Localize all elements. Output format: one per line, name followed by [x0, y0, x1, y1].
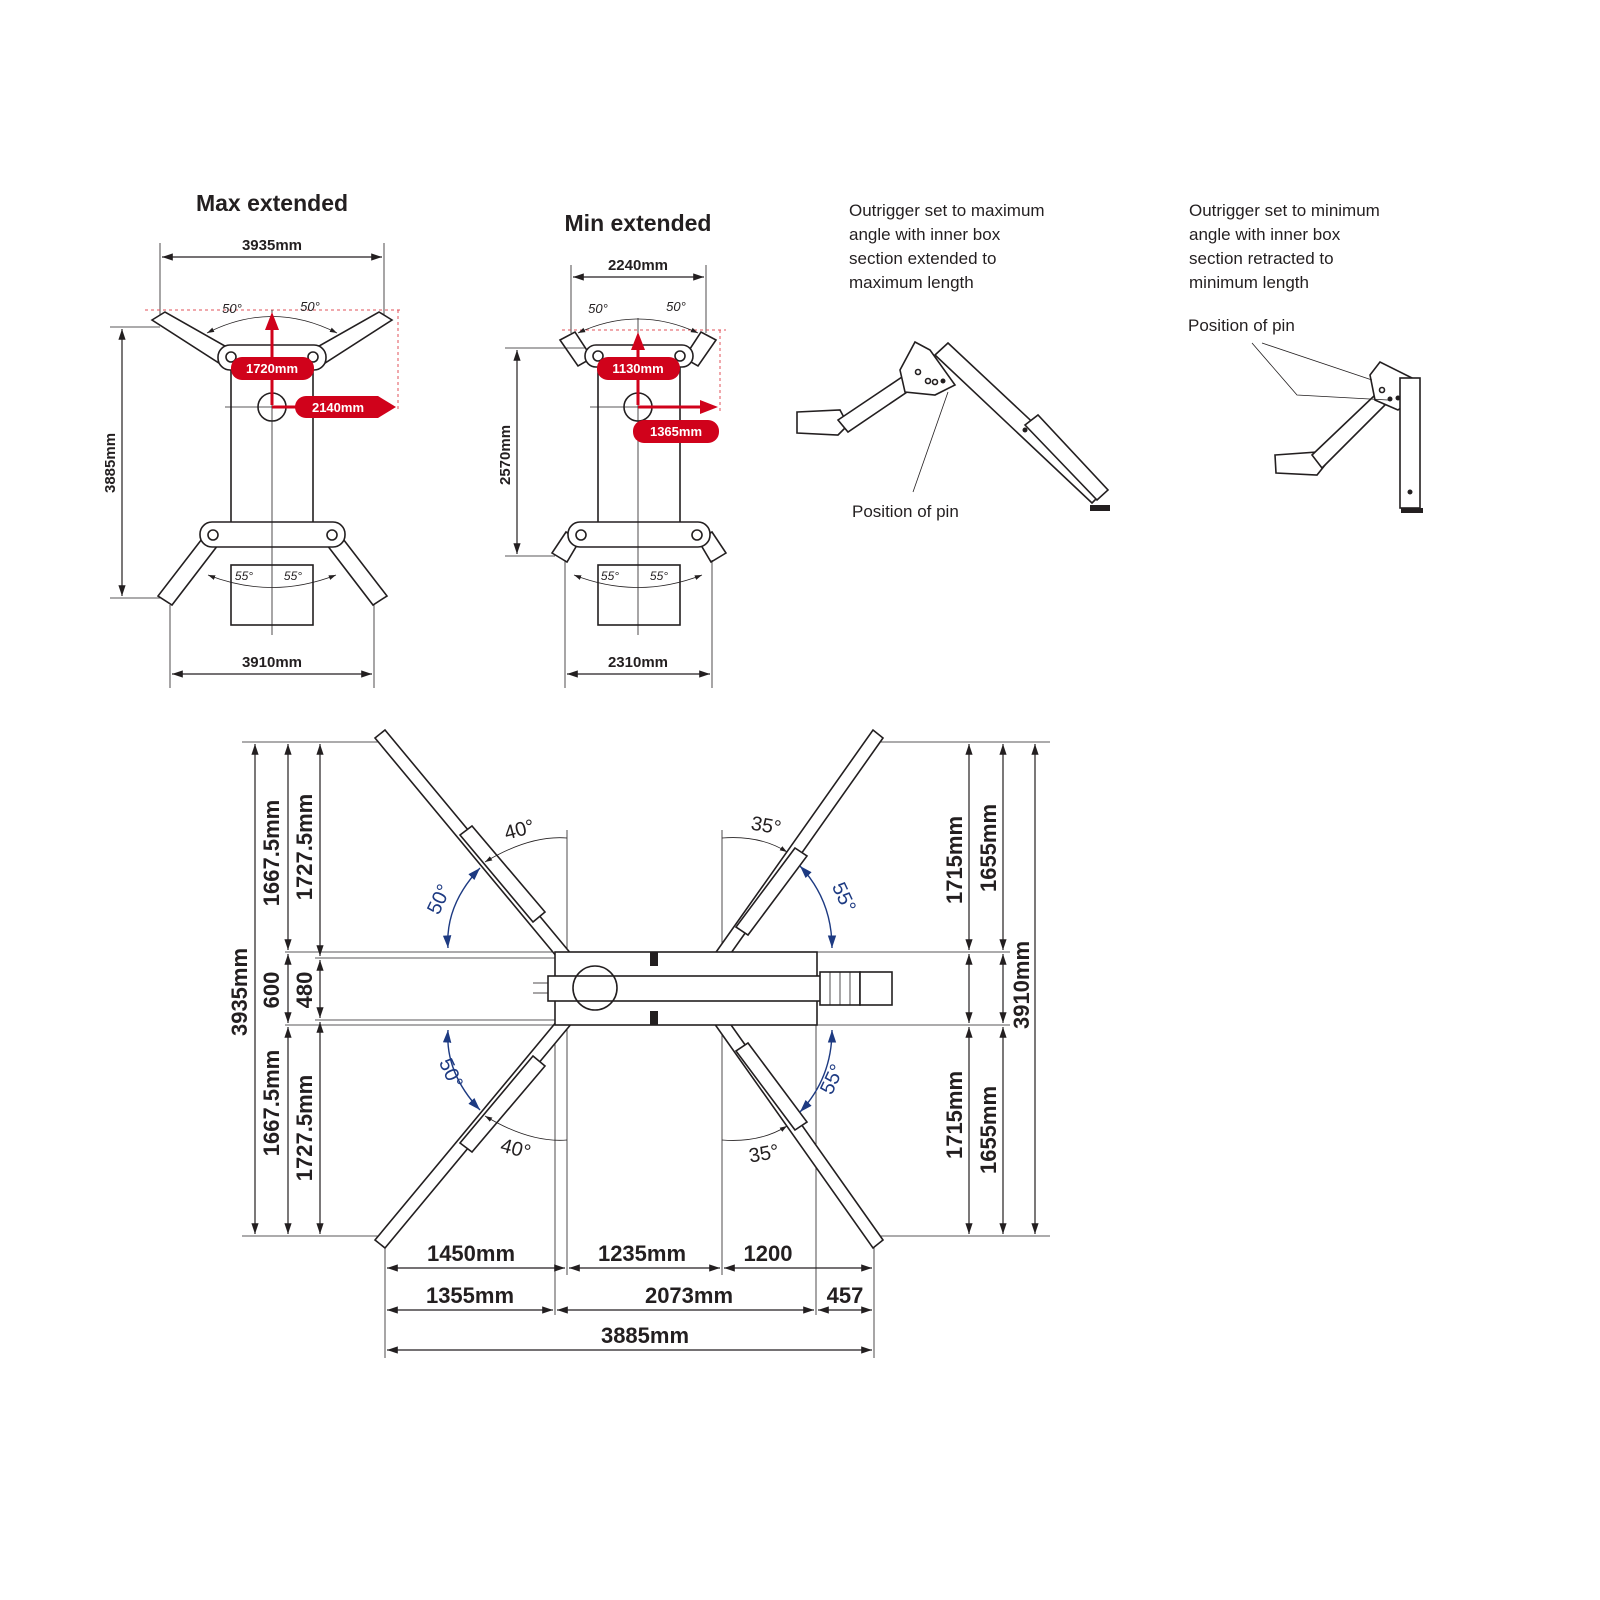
outrigger-max-view: Outrigger set to maximum angle with inne… — [796, 201, 1110, 521]
dimension-label: 1715mm — [942, 816, 967, 904]
crane-body-plan — [533, 951, 893, 1026]
dimension-label: 1655mm — [976, 1086, 1001, 1174]
angle-label: 50° — [666, 299, 686, 314]
width-bottom-label: 2310mm — [608, 654, 668, 671]
width-top-label: 3935mm — [242, 237, 302, 254]
reach-side-badge — [295, 396, 396, 418]
dimension-label: 1235mm — [598, 1241, 686, 1266]
length-label: 2570mm — [497, 425, 514, 485]
angle-label: 50° — [300, 299, 320, 314]
foot-pad — [796, 409, 849, 436]
reach-forward-badge — [597, 357, 680, 380]
dimension-label: 3910mm — [1009, 941, 1034, 1029]
angle-label: 55° — [284, 569, 302, 583]
angle-label: 55° — [827, 879, 860, 916]
max-extended-title: Max extended — [196, 190, 348, 216]
angle-label: 35° — [749, 813, 783, 840]
min-extended-view: Min extended 2240mm 50° 50° 55° 55° 1130… — [497, 210, 728, 688]
reach-side-label: 2140mm — [312, 400, 364, 415]
outrigger-arms — [150, 311, 394, 607]
dimension-label: 1727.5mm — [292, 794, 317, 900]
dimension-label: 1200 — [744, 1241, 793, 1266]
dimension-label: 3935mm — [227, 948, 252, 1036]
angle-label: 40° — [502, 816, 537, 845]
reach-side-badge — [633, 420, 719, 443]
reach-side-label: 1365mm — [650, 424, 702, 439]
angle-label: 35° — [747, 1141, 781, 1168]
dimension-label: 600 — [259, 972, 284, 1009]
dimension-label: 3885mm — [601, 1323, 689, 1348]
angle-label: 40° — [498, 1135, 533, 1164]
dimension-label: 1727.5mm — [292, 1075, 317, 1181]
dimension-label: 2073mm — [645, 1283, 733, 1308]
outrigger-min-caption: Outrigger set to minimum angle with inne… — [1189, 201, 1385, 292]
width-top-label: 2240mm — [608, 257, 668, 274]
width-bottom-label: 3910mm — [242, 654, 302, 671]
dimension-label: 1450mm — [427, 1241, 515, 1266]
plan-view: 40° 50° 35° 55° 40° 50° 35° 55° 3935mm 1… — [227, 728, 1050, 1358]
reach-forward-badge — [231, 357, 314, 380]
dimension-label: 1667.5mm — [259, 1050, 284, 1156]
angle-label: 50° — [222, 301, 242, 316]
length-label: 3885mm — [102, 433, 119, 493]
outrigger-min-view: Outrigger set to minimum angle with inne… — [1188, 201, 1423, 513]
reach-forward-label: 1720mm — [246, 361, 298, 376]
dimension-label: 1655mm — [976, 804, 1001, 892]
outrigger-max-caption: Outrigger set to maximum angle with inne… — [849, 201, 1049, 292]
dimension-label: 1715mm — [942, 1071, 967, 1159]
angle-label: 50° — [588, 301, 608, 316]
angle-label: 55° — [235, 569, 253, 583]
angle-label: 50° — [423, 881, 456, 918]
angle-label: 55° — [601, 569, 619, 583]
pin-position-label: Position of pin — [852, 502, 959, 521]
min-extended-title: Min extended — [565, 210, 712, 236]
angle-label: 55° — [816, 1061, 849, 1098]
pin-position-label: Position of pin — [1188, 316, 1295, 335]
dimension-label: 1667.5mm — [259, 800, 284, 906]
dimension-label: 1355mm — [426, 1283, 514, 1308]
angle-label: 55° — [650, 569, 668, 583]
reach-forward-label: 1130mm — [612, 361, 663, 376]
foot-pad — [1274, 451, 1326, 476]
dimension-label: 457 — [827, 1283, 864, 1308]
dimension-label: 480 — [292, 972, 317, 1009]
max-extended-view: Max extended 3935mm 50° 50° 55° 55° 1720… — [102, 190, 402, 688]
